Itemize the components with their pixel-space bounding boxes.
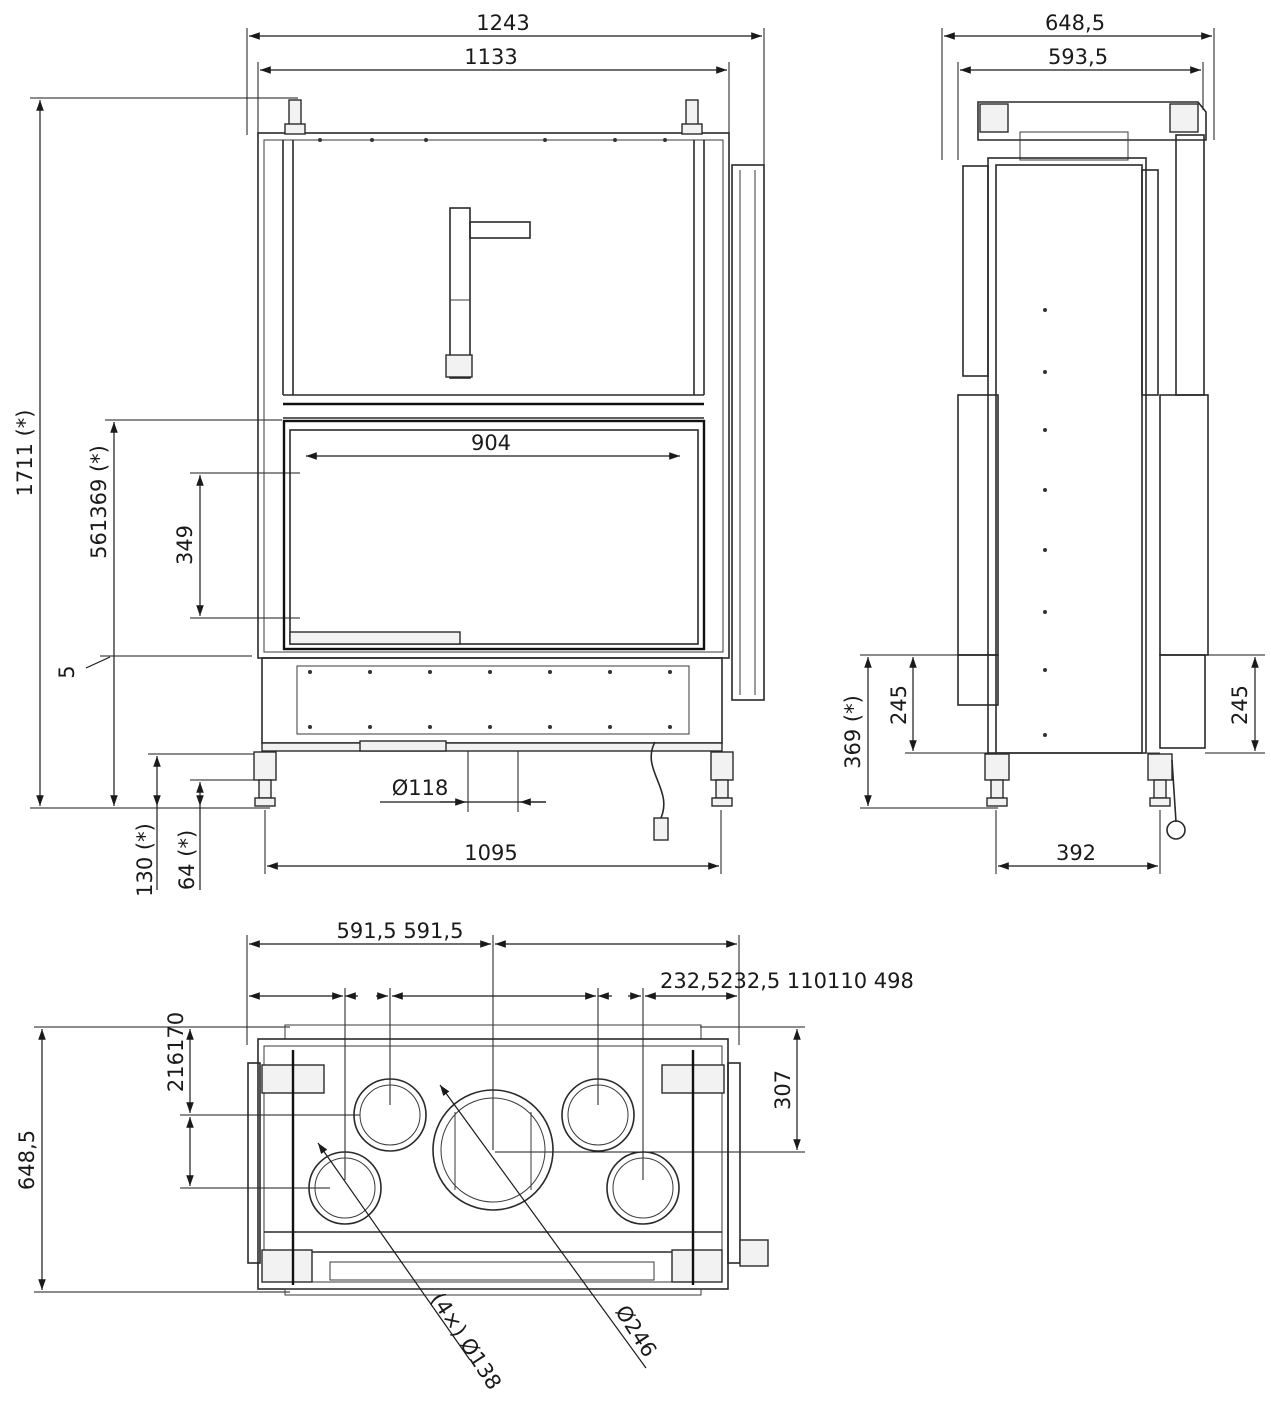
dim-lower-height-a: 245 — [887, 685, 911, 725]
dim-flue-diameter: Ø118 — [392, 776, 449, 800]
dim-hole-rows: 216170 — [164, 1012, 188, 1092]
dim-glass-width: 904 — [471, 431, 511, 455]
dim-center-depth: 307 — [771, 1070, 795, 1110]
dim-base-depth: 392 — [1056, 841, 1096, 865]
front-view: 1243 1133 1711 (*) 561369 (*) 5 349 130 … — [13, 11, 765, 897]
dim-base-width: 1095 — [464, 841, 517, 865]
dim-total-height: 1711 (*) — [13, 409, 37, 496]
dim-firebox-height: 561369 (*) — [87, 445, 111, 559]
label-large-hole: Ø246 — [610, 1301, 661, 1362]
dim-half-widths: 591,5 591,5 — [337, 919, 464, 943]
dim-overall-depth: 648,5 — [1045, 11, 1105, 35]
dim-inner-width: 1133 — [464, 45, 517, 69]
dim-hole-offsets: 232,5232,5 110110 498 — [660, 969, 914, 993]
dim-step: 5 — [55, 665, 79, 678]
dim-glass-height: 349 — [173, 525, 197, 565]
label-small-holes: (4×) Ø138 — [426, 1288, 506, 1394]
dim-foot-height: 64 (*) — [175, 830, 199, 890]
dim-lower-height-left: 369 (*) — [841, 695, 865, 769]
top-view: 591,5 591,5 232,5232,5 110110 498 648,5 … — [15, 919, 914, 1394]
side-view: 648,5 593,5 369 (*) 245 245 392 — [841, 11, 1265, 874]
dim-overall-width: 1243 — [476, 11, 529, 35]
dim-lower-height-b: 245 — [1228, 685, 1252, 725]
dim-inner-depth: 593,5 — [1048, 45, 1108, 69]
dim-leg-height: 130 (*) — [133, 823, 157, 897]
dim-depth: 648,5 — [15, 1130, 39, 1190]
